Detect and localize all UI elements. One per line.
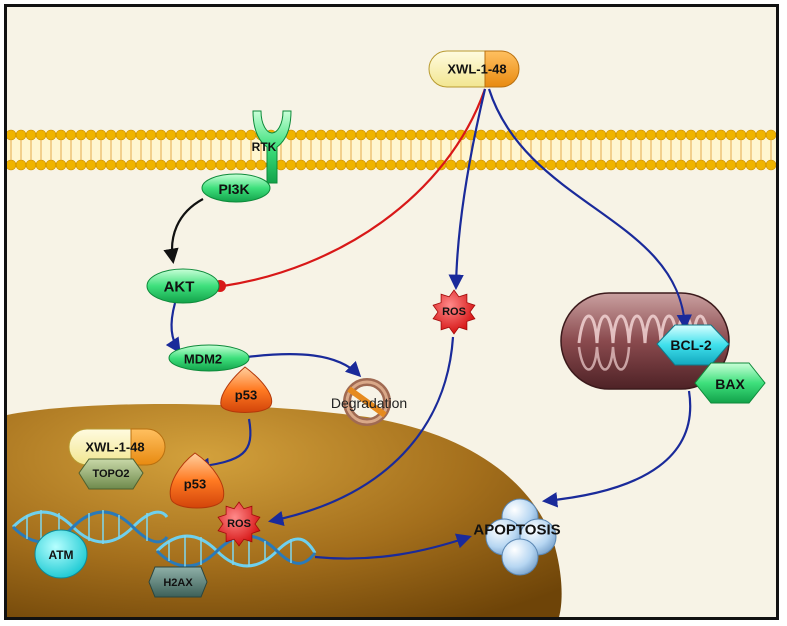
arrow-akt-mdm2 — [165, 302, 181, 354]
degradation-icon — [343, 378, 391, 426]
drug-nucleus-label: XWL-1-48 — [85, 439, 145, 455]
rtk-receptor — [252, 110, 292, 184]
arrow-drug-ros — [448, 88, 487, 291]
ros-cyto-label: ROS — [442, 306, 466, 318]
drug-capsule-top — [428, 50, 520, 88]
topo2-label: TOPO2 — [92, 468, 130, 480]
p53-cyto-node — [220, 366, 273, 413]
rtk-label: RTK — [251, 140, 277, 154]
apoptosis-label: APOPTOSIS — [473, 521, 561, 539]
apoptosis-cluster — [485, 498, 557, 576]
h2ax-label: H2AX — [163, 577, 193, 589]
diagram-panel: XWL-1-48 RTK PI3K AKT MDM2 p53 Degradati… — [4, 4, 779, 620]
pathway-edges — [163, 88, 693, 560]
pathway-diagram — [7, 7, 776, 617]
arrow-pi3k-akt — [163, 198, 204, 265]
bcl2-label: BCL-2 — [670, 337, 712, 353]
atm-label: ATM — [48, 548, 74, 562]
bax-label: BAX — [715, 376, 745, 392]
drug-capsule-nucleus — [68, 428, 166, 466]
degradation-label: Degradation — [330, 395, 408, 411]
arrow-dna-apoptosis — [314, 533, 472, 560]
arrow-ros-nucleus — [267, 336, 455, 527]
drug-top-label: XWL-1-48 — [447, 61, 507, 77]
p53-cyto-label: p53 — [234, 387, 258, 403]
mdm2-label: MDM2 — [183, 351, 223, 367]
cell-membrane — [7, 129, 776, 171]
p53-nucleus-label: p53 — [183, 476, 207, 492]
bax-node — [694, 362, 766, 404]
arrow-bcl2-apoptosis — [541, 390, 692, 508]
bcl2-node — [656, 324, 730, 366]
ros-cyto-node — [432, 289, 476, 335]
topo2-node — [78, 458, 144, 490]
arrow-mdm2-degradation — [246, 353, 362, 378]
atm-node — [34, 529, 88, 579]
inhibition-drug-akt — [222, 88, 487, 288]
h2ax-node — [148, 566, 208, 598]
ros-nucleus-node — [217, 501, 261, 547]
pi3k-label: PI3K — [218, 181, 250, 197]
mdm2-node — [168, 344, 250, 372]
arrow-drug-bcl2 — [487, 88, 693, 331]
ros-nucleus-label: ROS — [227, 518, 251, 530]
pi3k-node — [201, 173, 271, 203]
akt-label: AKT — [163, 278, 195, 296]
p53-nucleus-node — [169, 452, 225, 509]
akt-node — [146, 268, 220, 304]
